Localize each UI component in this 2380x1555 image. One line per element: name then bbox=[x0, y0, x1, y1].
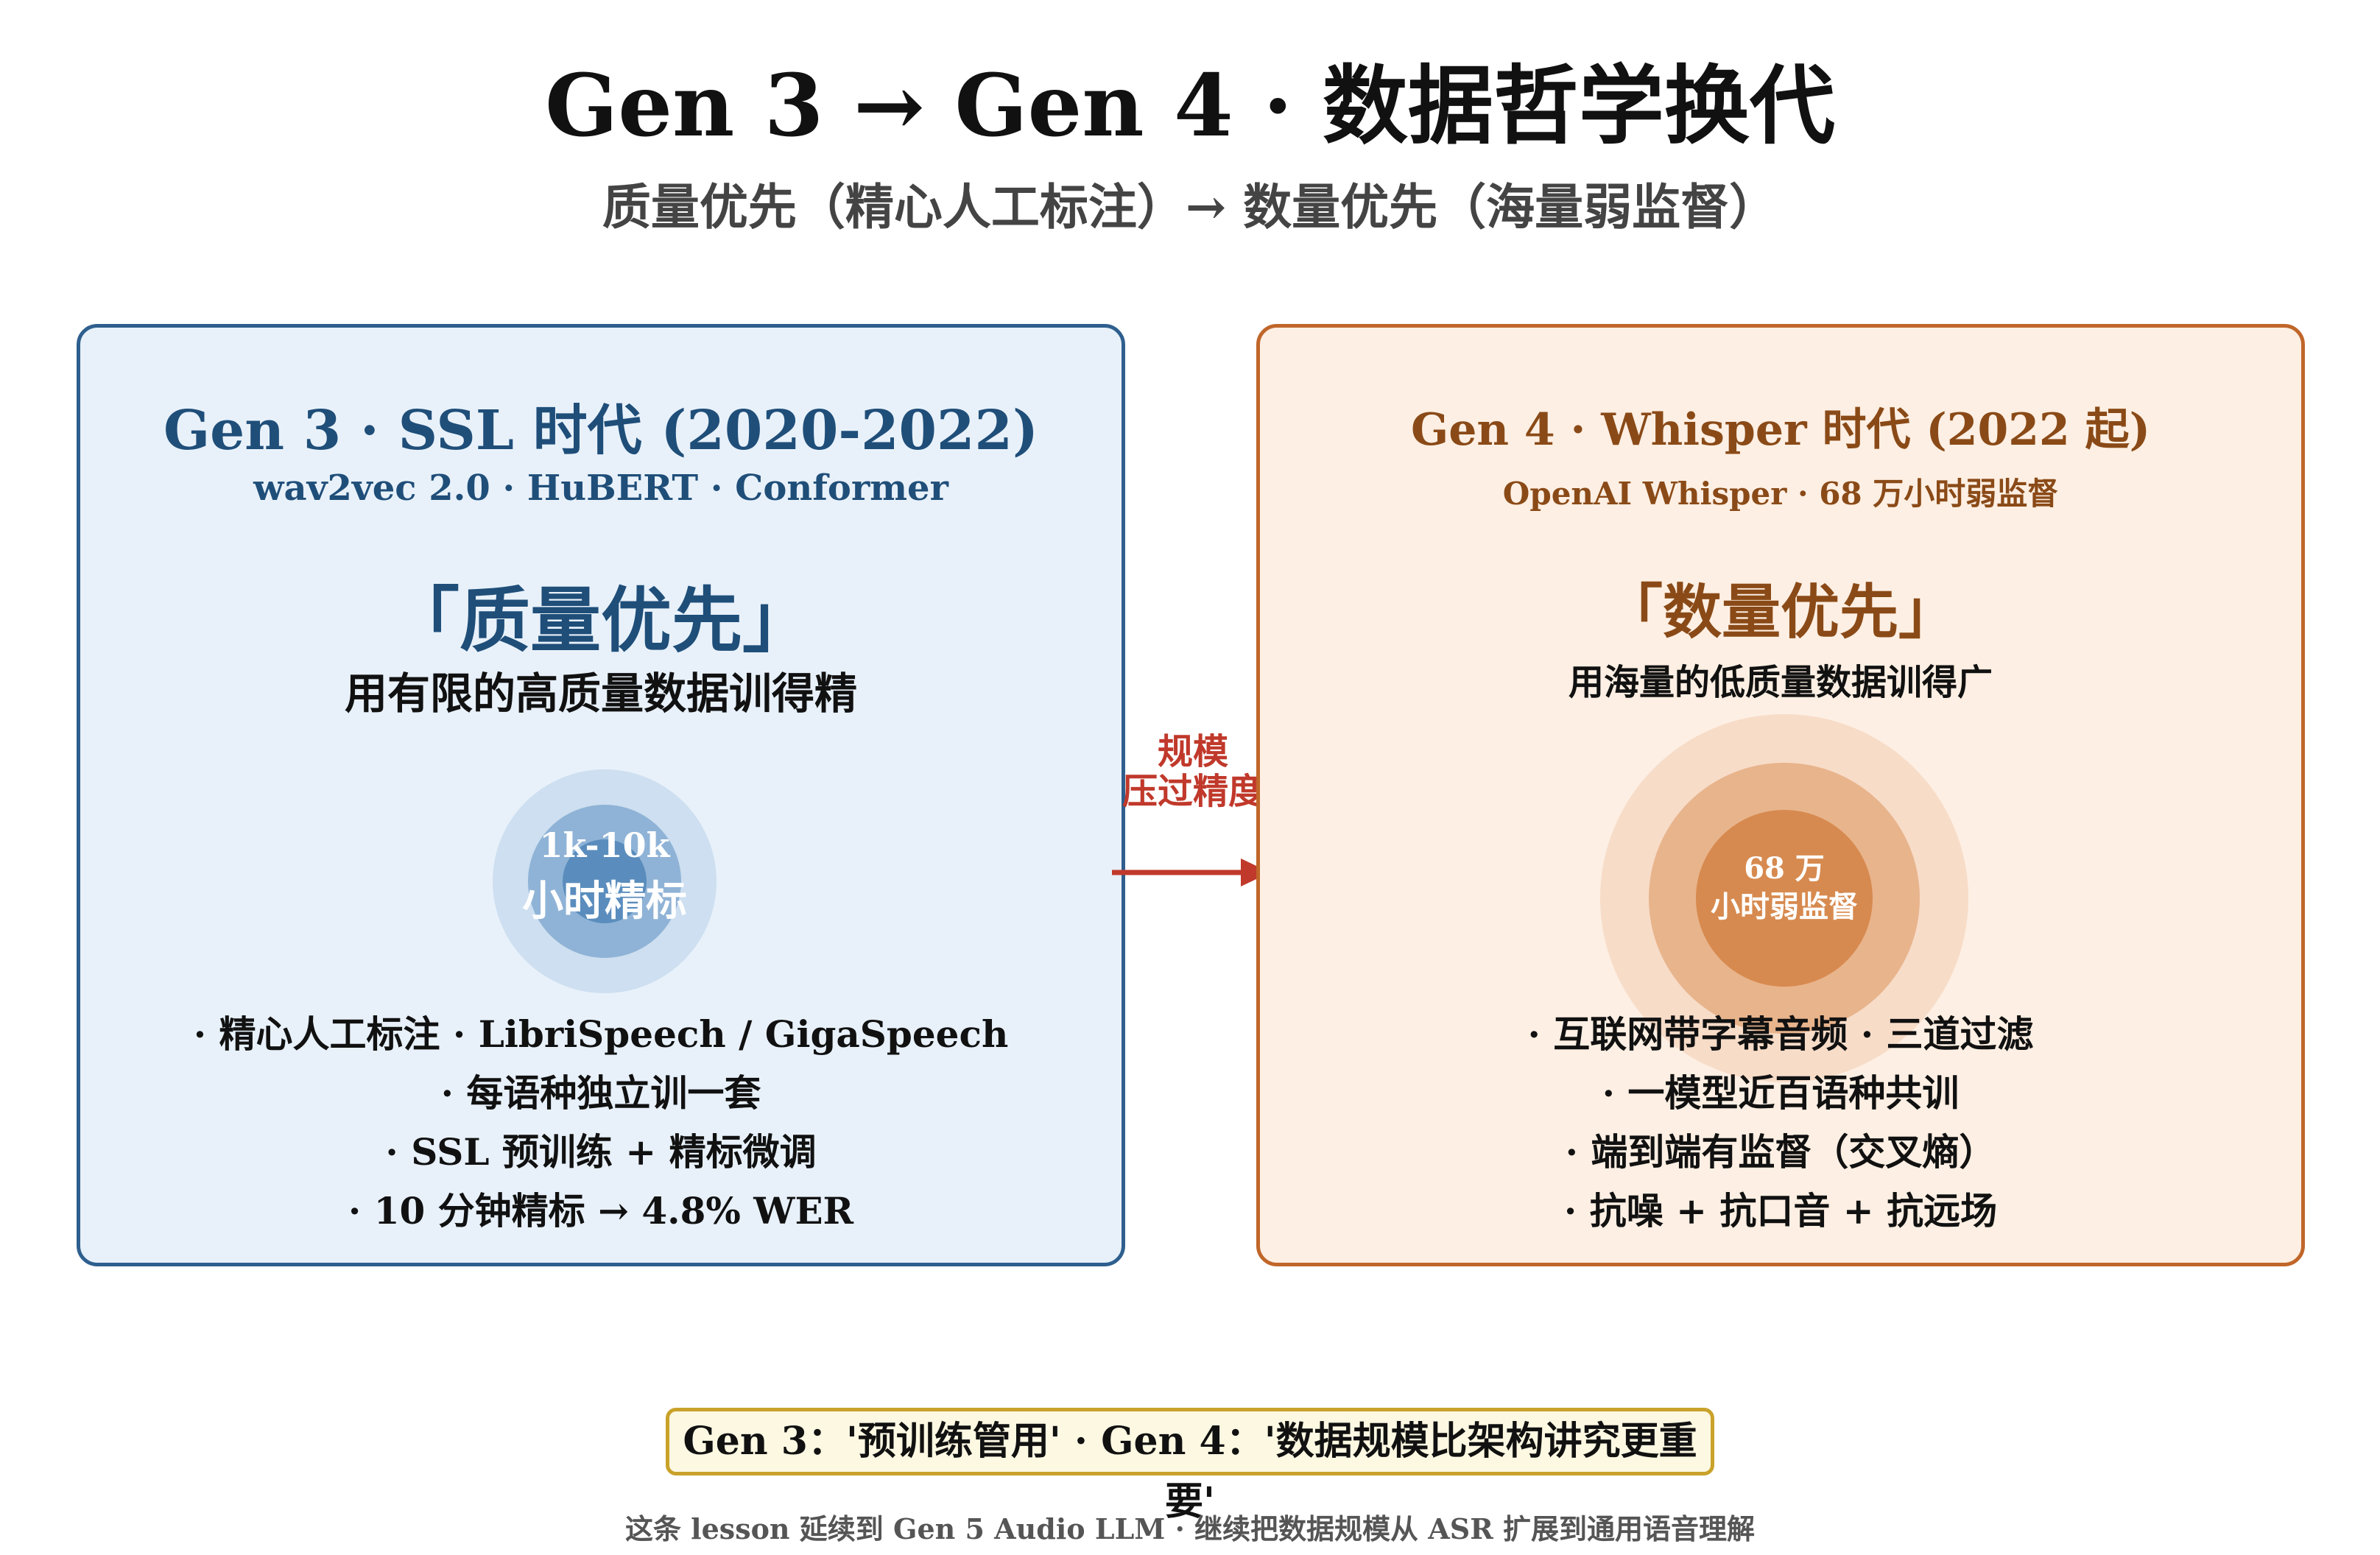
gen4-core bbox=[1696, 810, 1873, 987]
gen4-item-2: · 一模型近百语种共训 bbox=[1602, 1071, 1960, 1115]
gen3-item-3: · SSL 预训练 + 精标微调 bbox=[385, 1130, 817, 1174]
gen3-item-2: · 每语种独立训一套 bbox=[440, 1071, 761, 1115]
gen3-title: Gen 3 · SSL 时代 (2020-2022) bbox=[163, 399, 1039, 462]
transition-label: 规模 压过精度 bbox=[1097, 732, 1289, 811]
transition-label-line1: 规模 bbox=[1157, 731, 1228, 772]
gen4-models: OpenAI Whisper · 68 万小时弱监督 bbox=[1502, 476, 2059, 512]
gen3-tagline: 用有限的高质量数据训得精 bbox=[344, 669, 857, 719]
gen4-circle-value: 68 万 bbox=[1744, 851, 1825, 886]
gen4-title: Gen 4 · Whisper 时代 (2022 起) bbox=[1410, 404, 2151, 456]
gen3-motto: 「质量优先」 bbox=[389, 579, 813, 662]
gen3-item-4: · 10 分钟精标 → 4.8% WER bbox=[348, 1189, 854, 1233]
gen3-models: wav2vec 2.0 · HuBERT · Conformer bbox=[253, 468, 948, 509]
gen3-panel: Gen 3 · SSL 时代 (2020-2022) wav2vec 2.0 ·… bbox=[77, 324, 1125, 1266]
gen4-motto: 「数量优先」 bbox=[1604, 577, 1957, 646]
conclusion-box: Gen 3：'预训练管用' · Gen 4：'数据规模比架构讲究更重要' bbox=[666, 1408, 1714, 1524]
gen4-circle-caption: 小时弱监督 bbox=[1711, 889, 1858, 924]
gen4-item-3: · 端到端有监督（交叉熵） bbox=[1565, 1130, 1996, 1174]
footer-note: 这条 lesson 延续到 Gen 5 Audio LLM · 继续把数据规模从… bbox=[624, 1512, 1756, 1545]
gen3-circle-caption: 小时精标 bbox=[522, 877, 687, 925]
gen4-tagline: 用海量的低质量数据训得广 bbox=[1568, 662, 1993, 703]
gen3-core bbox=[563, 839, 647, 923]
transition-arrow bbox=[1112, 858, 1270, 886]
gen3-circle-value: 1k-10k bbox=[539, 825, 670, 865]
page-subtitle: 质量优先（精心人工标注）→ 数量优先（海量弱监督） bbox=[602, 178, 1778, 236]
gen4-panel: Gen 4 · Whisper 时代 (2022 起) OpenAI Whisp… bbox=[1256, 324, 2305, 1266]
gen3-item-1: · 精心人工标注 · LibriSpeech / GigaSpeech bbox=[193, 1012, 1009, 1056]
gen4-item-4: · 抗噪 + 抗口音 + 抗远场 bbox=[1563, 1189, 1998, 1233]
page-title: Gen 3 → Gen 4 · 数据哲学换代 bbox=[545, 56, 1835, 156]
gen4-item-1: · 互联网带字幕音频 · 三道过滤 bbox=[1527, 1012, 2034, 1056]
transition-arrow-head bbox=[1241, 858, 1270, 886]
transition-label-line2: 压过精度 bbox=[1122, 771, 1264, 812]
